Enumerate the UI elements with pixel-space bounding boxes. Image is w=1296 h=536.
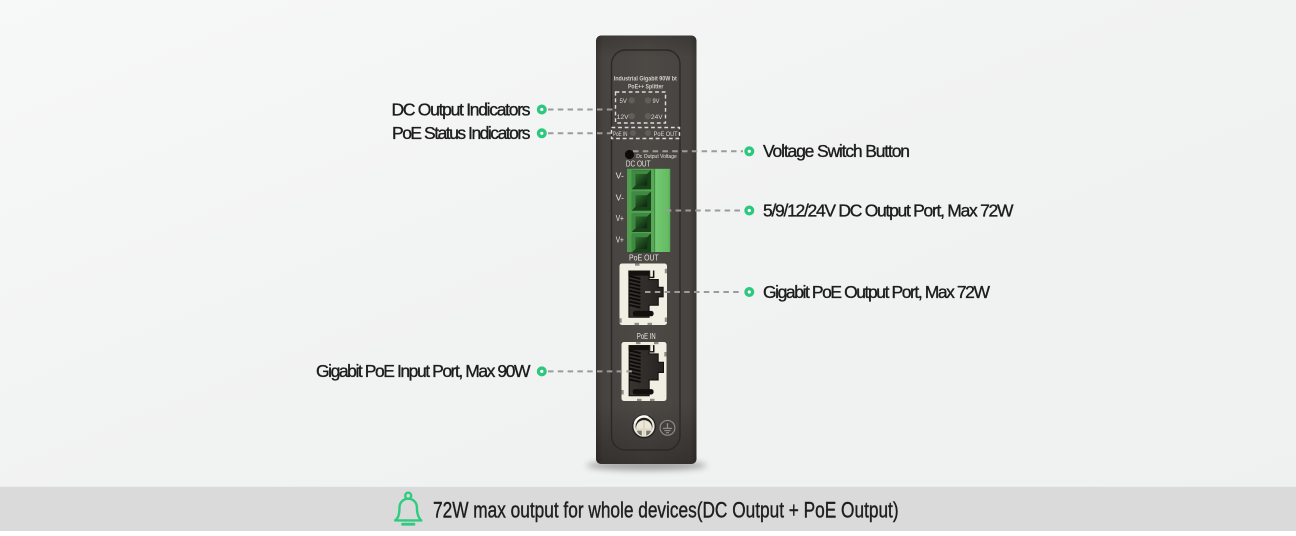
svg-text:V+: V+	[616, 214, 624, 223]
svg-text:V-: V-	[616, 193, 624, 202]
svg-text:72W max output for whole devic: 72W max output for whole devices(DC Outp…	[433, 498, 899, 523]
svg-text:12V: 12V	[617, 114, 630, 121]
svg-text:PoE OUT: PoE OUT	[629, 252, 659, 262]
svg-text:V+: V+	[616, 235, 624, 244]
svg-text:PoE IN: PoE IN	[637, 331, 656, 341]
svg-text:PoE Status Indicators: PoE Status Indicators	[392, 123, 531, 143]
svg-text:24V: 24V	[651, 114, 663, 121]
svg-text:Voltage Switch Button: Voltage Switch Button	[763, 141, 910, 161]
svg-text:5V: 5V	[620, 98, 628, 105]
svg-text:Gigabit PoE Output Port, Max 7: Gigabit PoE Output Port, Max 72W	[763, 282, 990, 302]
svg-text:Dc Output Voltage: Dc Output Voltage	[636, 154, 677, 160]
svg-text:V-: V-	[616, 172, 624, 181]
svg-text:DC OUT: DC OUT	[626, 158, 651, 168]
svg-text:Gigabit PoE Input Port, Max 90: Gigabit PoE Input Port, Max 90W	[316, 361, 531, 381]
svg-text:PoE IN: PoE IN	[613, 131, 628, 138]
svg-text:PoE OUT: PoE OUT	[654, 131, 678, 138]
svg-text:DC Output Indicators: DC Output Indicators	[392, 99, 531, 119]
svg-text:9V: 9V	[653, 98, 661, 105]
svg-text:PoE++ Splitter: PoE++ Splitter	[628, 83, 664, 90]
svg-text:Industrial Gigabit 90W bt: Industrial Gigabit 90W bt	[614, 75, 678, 82]
svg-text:5/9/12/24V DC Output Port, Max: 5/9/12/24V DC Output Port, Max 72W	[763, 200, 1014, 220]
